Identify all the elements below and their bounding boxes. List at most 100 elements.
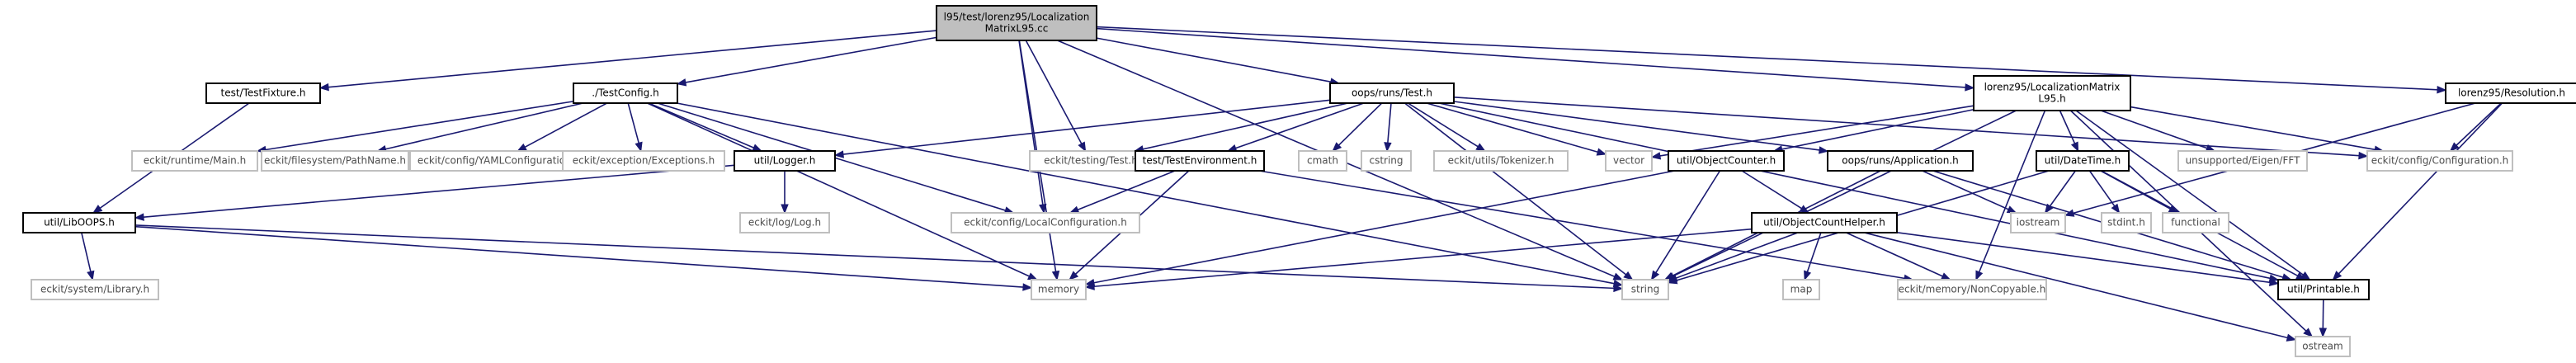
- edge-testconfig-to-string: [677, 102, 1624, 288]
- node-label: test/TestEnvironment.h: [1143, 155, 1257, 167]
- node-application[interactable]: oops/runs/Application.h: [1827, 150, 1974, 172]
- node-cmath: cmath: [1298, 150, 1347, 172]
- edge-liboops-to-string: [134, 224, 1624, 293]
- node-label: lorenz95/Resolution.h: [2458, 87, 2565, 99]
- edge-testconfig-to-runtime_main: [256, 101, 574, 154]
- node-exceptions: eckit/exception/Exceptions.h: [562, 150, 725, 172]
- node-label: eckit/utils/Tokenizer.h: [1448, 155, 1555, 167]
- node-box: [1621, 279, 1669, 300]
- node-label: eckit/system/Library.h: [40, 284, 149, 295]
- node-objcounthelper[interactable]: util/ObjectCountHelper.h: [1751, 212, 1898, 233]
- edge-objcounter-to-string: [1650, 170, 1721, 281]
- node-functional: functional: [2162, 212, 2229, 233]
- edge-objcounter-to-objcounthelper: [1741, 170, 1810, 214]
- node-box: [2162, 212, 2229, 233]
- node-box: [31, 279, 159, 300]
- node-box: [1329, 82, 1455, 104]
- node-label: string: [1631, 284, 1659, 295]
- node-yamlconfig: eckit/config/YAMLConfiguration.h: [409, 150, 589, 172]
- edge-resolution-to-printable: [2332, 102, 2503, 280]
- node-logger[interactable]: util/Logger.h: [734, 150, 836, 172]
- node-label: eckit/exception/Exceptions.h: [573, 155, 715, 167]
- node-box: [739, 212, 830, 233]
- node-box: [1897, 279, 2047, 300]
- edge-printable-to-ostream: [2319, 299, 2328, 338]
- node-resolution[interactable]: lorenz95/Resolution.h: [2445, 82, 2576, 104]
- edge-liboops-to-memory: [134, 225, 1033, 291]
- node-testenv[interactable]: test/TestEnvironment.h: [1135, 150, 1265, 172]
- node-box: [1031, 279, 1087, 300]
- node-label: cstring: [1369, 155, 1403, 167]
- node-iostream: iostream: [2010, 212, 2066, 233]
- node-label: l95/test/lorenz95/Localization: [944, 12, 1090, 23]
- node-box: [936, 5, 1097, 41]
- node-root[interactable]: l95/test/lorenz95/LocalizationMatrixL95.…: [936, 5, 1097, 41]
- node-box: [1433, 150, 1569, 172]
- edge-locmatrix-to-noncopyable: [1975, 110, 2046, 281]
- node-label: L95.h: [2038, 93, 2065, 105]
- edge-root-to-ooptest: [1096, 37, 1341, 86]
- edge-testconfig-to-logger: [648, 102, 762, 152]
- node-label: cmath: [1307, 155, 1338, 167]
- node-label: iostream: [2017, 217, 2060, 229]
- node-testing_test: eckit/testing/Test.h: [1029, 150, 1153, 172]
- edge-objcounter-to-memory: [1084, 170, 1675, 287]
- node-box: [261, 150, 409, 172]
- node-printable[interactable]: util/Printable.h: [2277, 279, 2370, 300]
- node-box: [734, 150, 836, 172]
- node-box: [1973, 75, 2131, 111]
- node-box: [1605, 150, 1653, 172]
- edge-ooptest-to-vector: [1426, 102, 1607, 156]
- node-objcounter[interactable]: util/ObjectCounter.h: [1668, 150, 1785, 172]
- node-label: ./TestConfig.h: [592, 87, 658, 99]
- node-stdint: stdint.h: [2101, 212, 2152, 233]
- node-label: util/ObjectCountHelper.h: [1763, 217, 1885, 229]
- node-box: [22, 212, 136, 233]
- node-ooptest[interactable]: oops/runs/Test.h: [1329, 82, 1455, 104]
- edge-locmatrix-to-printable: [2075, 110, 2311, 280]
- edge-ooptest-to-cstring: [1384, 102, 1392, 153]
- edge-application-to-iostream: [1922, 170, 2017, 214]
- edge-ooptest-to-application: [1453, 101, 1829, 154]
- node-log: eckit/log/Log.h: [739, 212, 830, 233]
- node-label: util/ObjectCounter.h: [1677, 155, 1776, 167]
- edge-ooptest-to-testenv: [1226, 102, 1365, 152]
- node-box: [1827, 150, 1974, 172]
- node-box: [1135, 150, 1265, 172]
- edge-objcounthelper-to-printable: [1896, 231, 2280, 286]
- edge-objcounthelper-to-noncopyable: [1846, 232, 1951, 280]
- node-datetime[interactable]: util/DateTime.h: [2036, 150, 2130, 172]
- node-box: [573, 82, 678, 104]
- node-map: map: [1782, 279, 1820, 300]
- node-testfixture[interactable]: test/TestFixture.h: [205, 82, 321, 104]
- edge-ooptest-to-logger: [833, 99, 1331, 158]
- node-label: functional: [2171, 217, 2220, 229]
- node-label: util/DateTime.h: [2045, 155, 2121, 167]
- node-label: util/LibOOPS.h: [44, 217, 115, 229]
- node-box: [2445, 82, 2576, 104]
- node-vector: vector: [1605, 150, 1653, 172]
- node-label: vector: [1613, 155, 1644, 167]
- node-string: string: [1621, 279, 1669, 300]
- edge-root-to-resolution: [1096, 26, 2447, 94]
- node-pathname: eckit/filesystem/PathName.h: [261, 150, 409, 172]
- node-box: [562, 150, 725, 172]
- node-testconfig[interactable]: ./TestConfig.h: [573, 82, 678, 104]
- edge-testconfig-to-memory: [647, 102, 1038, 280]
- node-label: oops/runs/Application.h: [1842, 155, 1959, 167]
- node-label: ostream: [2302, 341, 2342, 352]
- node-liboops[interactable]: util/LibOOPS.h: [22, 212, 136, 233]
- node-box: [2101, 212, 2152, 233]
- edge-objcounthelper-to-map: [1804, 232, 1822, 281]
- edge-root-to-testfixture: [318, 30, 937, 92]
- edge-root-to-testing_test: [1025, 40, 1087, 153]
- node-memory: memory: [1031, 279, 1087, 300]
- node-label: map: [1790, 284, 1813, 295]
- node-box: [2010, 212, 2066, 233]
- edge-locmatrix-to-configuration: [2130, 106, 2385, 153]
- edge-liboops-to-library: [81, 232, 95, 281]
- edge-ooptest-to-string: [1404, 102, 1634, 280]
- edge-testconfig-to-yamlconfig: [517, 102, 607, 152]
- node-runtime_main: eckit/runtime/Main.h: [131, 150, 258, 172]
